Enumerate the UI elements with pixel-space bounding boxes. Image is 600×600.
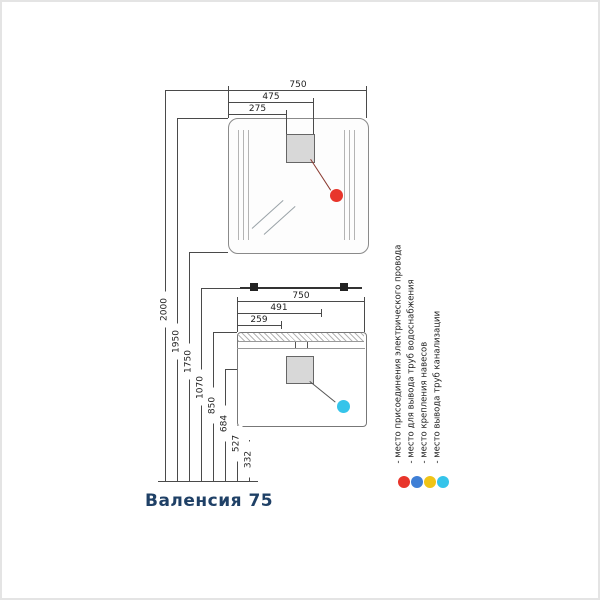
height-line-1950: [177, 118, 178, 481]
height-connector: [201, 288, 240, 289]
legend-text-electrical: - место присоединения электрического про…: [393, 244, 404, 464]
dim-extension: [286, 110, 287, 134]
rail-bracket-left: [250, 283, 258, 291]
cabinet-dim-line-491: [237, 313, 321, 314]
cabinet-divider: [237, 348, 365, 349]
height-label-684: 684: [219, 405, 231, 442]
height-label-332: 332: [243, 441, 255, 478]
mirror-dim-275: 275: [248, 104, 267, 114]
towel-rail: [240, 287, 362, 289]
mirror-dim-475: 475: [262, 92, 280, 102]
mirror-dim-line-475: [229, 102, 313, 103]
dim-extension: [237, 297, 238, 332]
dim-extension: [364, 297, 365, 332]
dim-tick: [321, 309, 322, 317]
dim-extension: [228, 86, 229, 118]
cabinet-dim-750: 750: [292, 291, 310, 301]
legend-dot-sewage: [437, 476, 449, 488]
height-connector: [225, 369, 237, 370]
hinge-tick: [307, 342, 308, 348]
cabinet-dim-line-259: [237, 325, 281, 326]
mirror-dim-line-750: [229, 90, 367, 91]
height-label-1950: 1950: [171, 323, 183, 360]
mirror-lamp-right: [344, 130, 359, 240]
height-label-1750: 1750: [183, 343, 195, 380]
legend-text-water-supply: - место для вывода труб водоснабжения: [406, 279, 417, 464]
height-connector: [213, 332, 237, 333]
rail-bracket-right: [340, 283, 348, 291]
electrical-marker-dot: [330, 189, 343, 202]
mirror-lamp-left: [238, 130, 253, 240]
legend-text-mounting: - место крепления навесов: [419, 341, 430, 464]
dim-extension: [313, 98, 314, 134]
height-label-850: 850: [207, 387, 219, 424]
height-line-2000: [165, 90, 166, 481]
hinge-tick: [295, 342, 296, 348]
legend-text-sewage: - место вывода труб канализации: [432, 310, 443, 464]
cabinet-dim-259: 259: [250, 315, 268, 325]
height-label-527: 527: [231, 425, 243, 462]
product-title: Валенсия 75: [145, 491, 274, 511]
dim-tick: [281, 321, 282, 329]
cabinet-countertop: [238, 333, 364, 342]
cabinet-dim-line-750: [237, 301, 365, 302]
mirror-junction-box: [286, 134, 315, 163]
height-connector: [177, 118, 228, 119]
height-connector: [189, 252, 228, 253]
cabinet-dim-491: 491: [270, 303, 288, 313]
legend-dot-water-supply: [411, 476, 423, 488]
mirror-dim-line-275: [229, 114, 286, 115]
height-label-1070: 1070: [195, 369, 207, 406]
floor-baseline: [158, 481, 258, 482]
legend-dot-electrical: [398, 476, 410, 488]
height-label-2000: 2000: [159, 291, 171, 328]
height-connector: [165, 90, 229, 91]
dim-extension: [366, 86, 367, 118]
sewage-marker-dot: [337, 400, 350, 413]
mirror-dim-750: 750: [289, 80, 307, 90]
legend-dot-mounting: [424, 476, 436, 488]
cabinet-pipe-box: [286, 356, 314, 384]
